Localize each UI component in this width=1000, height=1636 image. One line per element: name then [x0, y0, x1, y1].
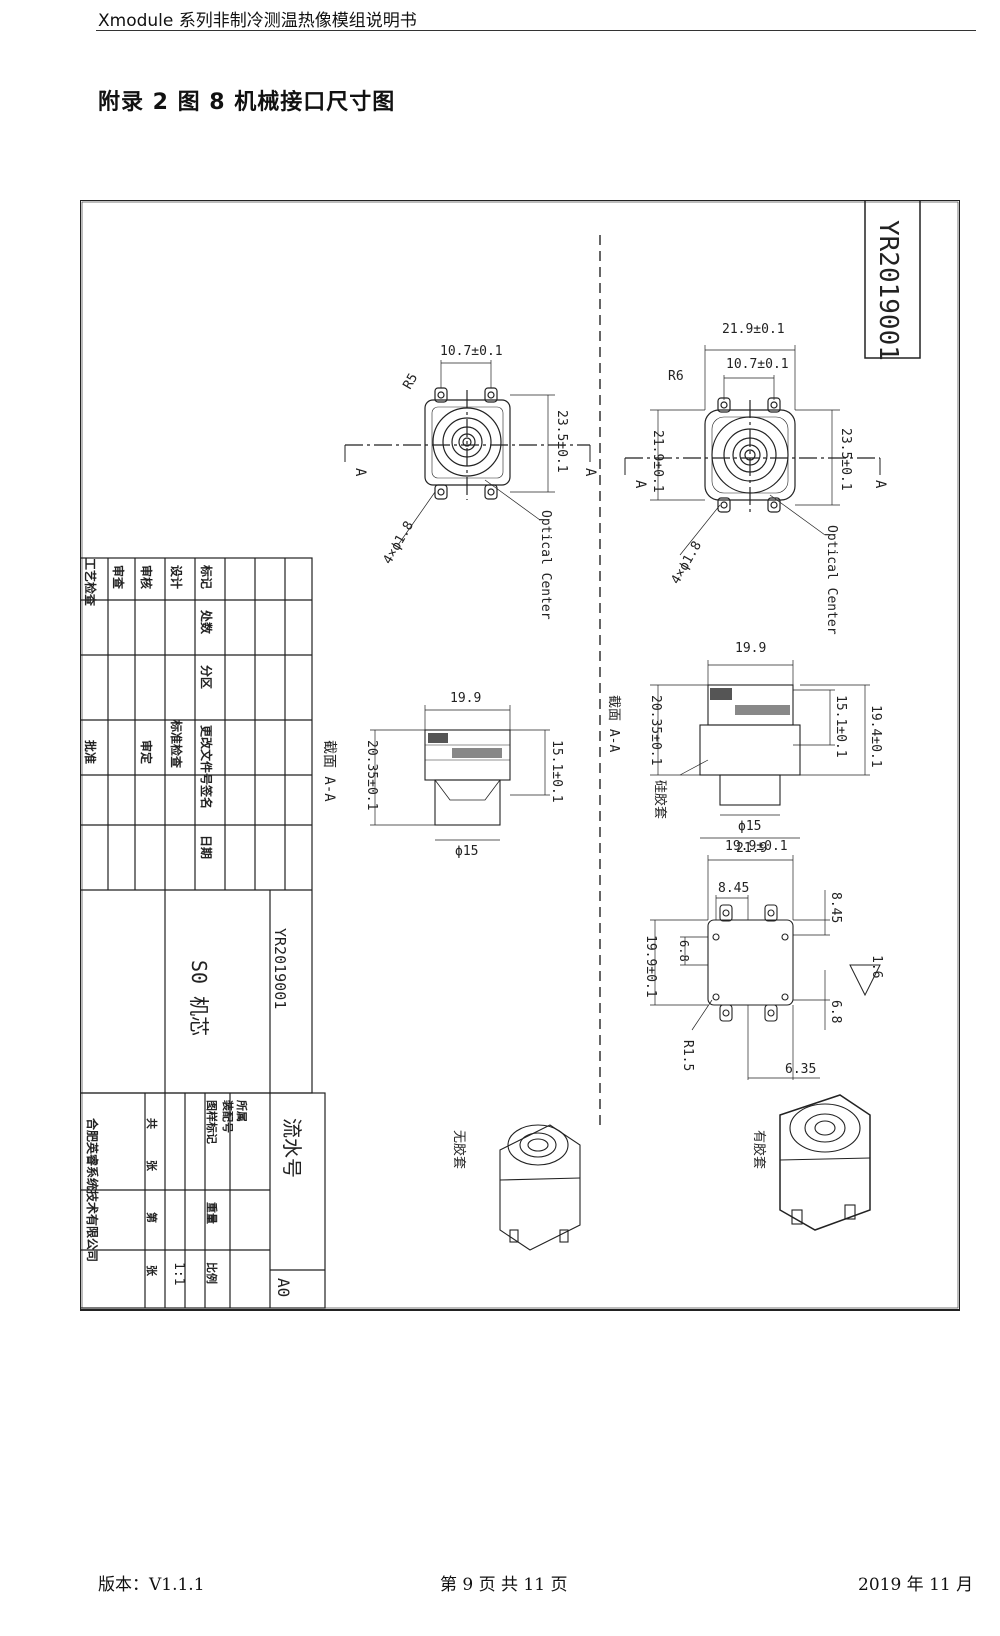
tb-row-1: 装配号 — [221, 1099, 235, 1133]
product-name: S0 机芯 — [187, 960, 211, 1036]
dim-l-19.9: 19.9 — [450, 691, 481, 706]
dim-r-21.9-top: 21.9±0.1 — [722, 322, 785, 337]
section-label-left: 截面 A-A — [321, 740, 337, 802]
approval-2: 审查 — [111, 565, 126, 590]
iso-view-with-gasket — [779, 1094, 871, 1231]
dim-r-10.7: 10.7±0.1 — [726, 357, 789, 372]
dim-r-8.45-a: 8.45 — [718, 881, 749, 896]
arrow-a-left-2: A — [582, 468, 598, 477]
footer-version: 版本：V1.1.1 — [98, 1575, 205, 1595]
rev-col-0: 标记 — [199, 564, 214, 589]
serial-label: 流水号 — [280, 1118, 304, 1178]
optical-center-right: Optical Center — [824, 525, 839, 635]
drawing-no-box — [864, 200, 921, 359]
rev-col-4: 签名 — [199, 784, 214, 809]
arrow-a-left-1: A — [352, 468, 368, 477]
approval-3: 工艺检查 — [83, 558, 98, 607]
dim-l-20.35: 20.35±0.1 — [364, 740, 379, 810]
footer-page: 第 9 页 共 11 页 — [440, 1575, 568, 1595]
right-back-view — [650, 855, 881, 1080]
dim-l-23.5: 23.5±0.1 — [554, 410, 569, 473]
section-label-right: 截面 A-A — [606, 695, 621, 752]
mechanical-drawing: YR2019001 21.9±0.1 10.7±0.1 R6 23.5±0.1 … — [80, 200, 960, 1311]
scale-value: 1:1 — [171, 1262, 186, 1285]
rev-col-3: 更改文件号 — [199, 725, 214, 785]
dim-l-10.7: 10.7±0.1 — [440, 344, 503, 359]
dim-l-R5: R5 — [400, 371, 421, 392]
tb-row-5: 共 — [145, 1118, 159, 1129]
drawing-no-top: YR2019001 — [873, 220, 903, 361]
dim-r-6.8-b: 6.8 — [828, 1000, 843, 1023]
rev-col-2: 分区 — [199, 665, 214, 689]
dim-r-6.8-a: 6.8 — [677, 940, 691, 962]
footer-date: 2019 年 11 月 — [858, 1575, 974, 1595]
document-header-title: Xmodule 系列非制冷测温热像模组说明书 — [98, 11, 417, 31]
section-title: 附录 2 图 8 机械接口尺寸图 — [98, 90, 396, 115]
dim-r-8.45-b: 8.45 — [828, 892, 843, 923]
tb-row-7: 第 — [145, 1212, 159, 1223]
dim-r-19.4: 19.4±0.1 — [868, 705, 883, 768]
arrow-a-right-1: A — [632, 480, 648, 489]
dim-r-19.9-back: 19.9±0.1 — [725, 839, 788, 854]
approval-5: 审定 — [139, 740, 154, 764]
approval-1: 审核 — [139, 565, 154, 589]
tb-row-2: 图样标记 — [205, 1100, 219, 1144]
rev-col-1: 处数 — [199, 609, 214, 635]
title-block — [80, 557, 326, 1309]
dim-l-phi15: ϕ15 — [455, 844, 478, 859]
dim-r-R1.5: R1.5 — [680, 1040, 695, 1071]
header-rule — [96, 30, 976, 31]
dim-r-21.9-side: 21.9±0.1 — [650, 430, 665, 493]
drawing-frame — [80, 200, 960, 1311]
right-section-view — [650, 660, 870, 839]
approval-0: 设计 — [169, 565, 184, 589]
drawing-no-title: YR2019001 — [271, 928, 289, 1009]
arrow-a-right-2: A — [872, 480, 888, 489]
iso-view-no-gasket — [499, 1124, 581, 1251]
approval-6: 批准 — [83, 740, 98, 764]
dim-r-21.9-sec: 21.9 — [736, 841, 767, 856]
dim-r-R6: R6 — [668, 369, 684, 384]
tb-row-8: 张 — [145, 1265, 159, 1277]
optical-center-left: Optical Center — [538, 510, 553, 620]
dim-r-19.9-side: 19.9±0.1 — [643, 935, 658, 998]
company-name: 合肥英睿系统技术有限公司 — [85, 1118, 100, 1262]
dim-l-holes: 4×ϕ1.8 — [380, 519, 416, 567]
dim-r-19.9-sec: 19.9 — [735, 641, 766, 656]
with-gasket-label: 有胶套 — [751, 1130, 767, 1169]
tb-row-4: 比例 — [205, 1262, 219, 1284]
rev-col-5: 日期 — [199, 835, 214, 859]
approval-4: 标准检查 — [169, 719, 184, 769]
left-section-view — [370, 705, 550, 841]
no-gasket-label: 无胶套 — [451, 1130, 467, 1169]
silicone-label: 硅胶套 — [652, 780, 668, 819]
dim-r-15.1: 15.1±0.1 — [833, 695, 848, 758]
dim-l-15.1: 15.1±0.1 — [549, 740, 564, 803]
dim-r-23.5: 23.5±0.1 — [838, 428, 853, 491]
dim-r-holes: 4×ϕ1.8 — [668, 539, 704, 587]
left-front-view — [344, 360, 591, 546]
tb-row-3: 重量 — [205, 1202, 219, 1224]
right-front-view — [624, 345, 881, 556]
dim-r-20.35: 20.35±0.1 — [648, 695, 663, 765]
tb-row-6: 张 — [145, 1160, 159, 1172]
tb-row-0: 所属 — [235, 1100, 249, 1122]
dim-r-1.6: 1.6 — [869, 955, 884, 978]
dim-r-phi15: ϕ15 — [738, 819, 761, 834]
sheet-size: A0 — [274, 1278, 293, 1297]
dim-r-6.35: 6.35 — [785, 1062, 816, 1077]
